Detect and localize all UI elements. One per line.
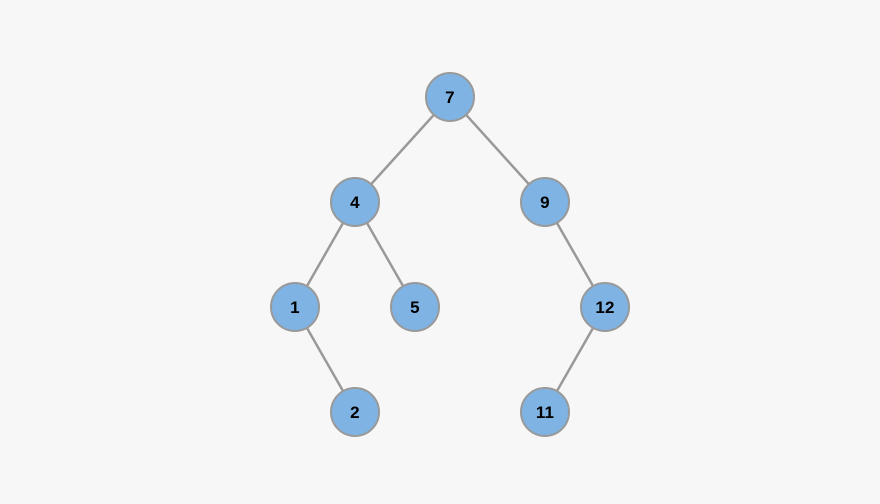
tree-edge <box>464 112 531 187</box>
tree-edge <box>555 325 595 394</box>
tree-node[interactable]: 12 <box>580 282 630 332</box>
tree-node[interactable]: 9 <box>520 177 570 227</box>
tree-edge <box>365 220 405 289</box>
tree-node-label: 12 <box>595 297 615 317</box>
tree-node-label: 9 <box>540 192 550 212</box>
tree-node[interactable]: 11 <box>520 387 570 437</box>
tree-node[interactable]: 7 <box>425 72 475 122</box>
tree-node[interactable]: 1 <box>270 282 320 332</box>
tree-edge <box>369 112 436 187</box>
tree-node-label: 1 <box>290 297 300 317</box>
tree-edge <box>555 220 595 289</box>
tree-edge <box>305 325 345 394</box>
tree-node[interactable]: 5 <box>390 282 440 332</box>
tree-node-label: 11 <box>535 402 555 422</box>
tree-node-label: 7 <box>445 87 455 107</box>
tree-node-label: 4 <box>350 192 360 212</box>
tree-edge <box>305 220 345 289</box>
tree-node-label: 2 <box>350 402 360 422</box>
tree-node[interactable]: 2 <box>330 387 380 437</box>
tree-node[interactable]: 4 <box>330 177 380 227</box>
tree-node-label: 5 <box>410 297 420 317</box>
